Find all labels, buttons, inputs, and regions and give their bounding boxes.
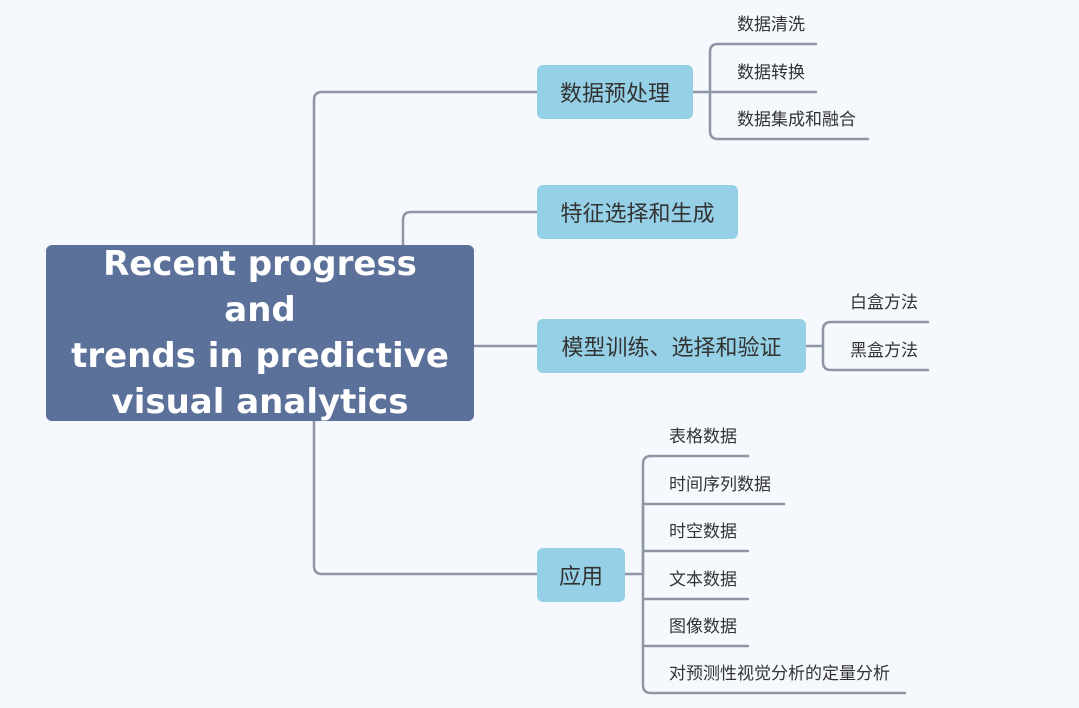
leaf-data-integration[interactable]: 数据集成和融合 (737, 110, 856, 130)
leaf-image-data[interactable]: 图像数据 (669, 617, 737, 637)
leaf-tabular-data[interactable]: 表格数据 (669, 427, 737, 447)
leaf-spatiotemporal-data[interactable]: 时空数据 (669, 522, 737, 542)
connector-leaf-integration (708, 90, 870, 141)
branch-model-training[interactable]: 模型训练、选择和验证 (537, 319, 806, 373)
branch-application[interactable]: 应用 (537, 548, 625, 602)
connector-leaf-whitebox (804, 320, 930, 348)
leaf-blackbox-method[interactable]: 黑盒方法 (850, 341, 918, 361)
connector-branch-feature (401, 210, 539, 247)
connector-leaf-cleaning (691, 42, 818, 94)
connector-branch-application (312, 419, 539, 576)
connector-branch-preprocessing (312, 90, 539, 247)
leaf-quantitative-analysis[interactable]: 对预测性视觉分析的定量分析 (669, 664, 890, 684)
branch-feature-selection[interactable]: 特征选择和生成 (537, 185, 738, 239)
leaf-timeseries-data[interactable]: 时间序列数据 (669, 475, 771, 495)
connector-leaf-quantitative (641, 644, 907, 695)
branch-data-preprocessing[interactable]: 数据预处理 (537, 65, 693, 119)
leaf-whitebox-method[interactable]: 白盒方法 (850, 293, 918, 313)
connector-leaf-tabular (623, 454, 750, 576)
connector-leaf-blackbox (821, 344, 930, 372)
leaf-data-transform[interactable]: 数据转换 (737, 63, 805, 83)
leaf-text-data[interactable]: 文本数据 (669, 570, 737, 590)
leaf-data-cleaning[interactable]: 数据清洗 (737, 15, 805, 35)
root-topic[interactable]: Recent progress and trends in predictive… (46, 244, 474, 422)
